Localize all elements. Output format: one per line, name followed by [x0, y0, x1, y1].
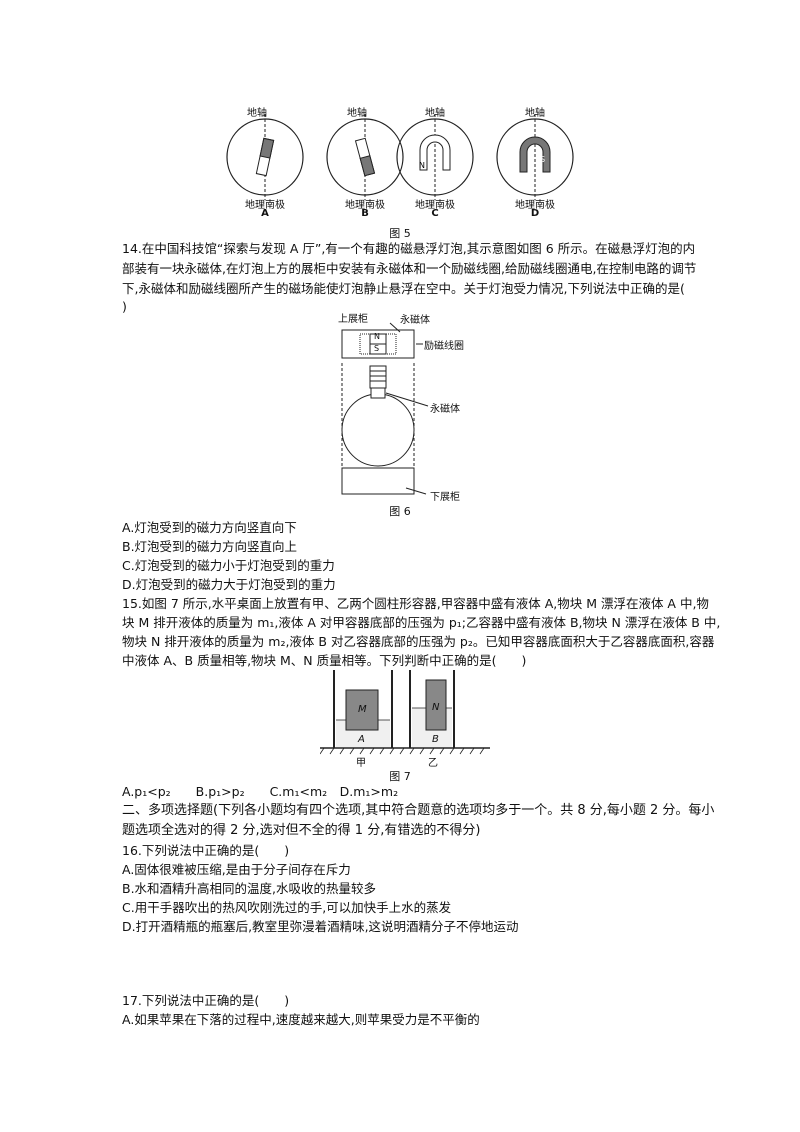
fig5-letter-a: A	[261, 208, 269, 219]
section2-line-1: 二、多项选择题(下列各小题均有四个选项,其中符合题意的选项均多于一个。共 8 分…	[122, 803, 715, 818]
q16-option-c: C.用干手器吹出的热风吹刚洗过的手,可以加快手上水的蒸发	[122, 900, 452, 915]
fig6-n-label: N	[374, 332, 380, 341]
fig5-caption: 图 5	[389, 227, 411, 240]
q15-line-1: 15.如图 7 所示,水平桌面上放置有甲、乙两个圆柱形容器,甲容器中盛有液体 A…	[122, 596, 709, 611]
fig5-axis-label-b: 地轴	[347, 108, 367, 119]
fig7-container-yi-label: 乙	[428, 758, 438, 769]
fig7-caption: 图 7	[389, 770, 411, 783]
fig6-caption: 图 6	[389, 505, 411, 518]
figure-6: 上展柜 永磁体 N S 励磁线圈 永磁体 下展柜	[330, 308, 480, 508]
fig5-pole-label-b: 地理南极	[345, 200, 385, 211]
q16-stem: 16.下列说法中正确的是( )	[122, 843, 290, 858]
fig7-container-jia-label: 甲	[356, 758, 366, 769]
q14-line-1: 14.在中国科技馆“探索与发现 A 厅”,有一个有趣的磁悬浮灯泡,其示意图如图 …	[122, 241, 696, 256]
fig5-pole-label-d: 地理南极	[515, 200, 555, 211]
figure-5: N S 地轴 地轴 地轴 地轴 地理南极 地理南极 地理南极 地理南极 A B …	[215, 100, 595, 225]
q15-options: A.p₁<p₂ B.p₁>p₂ C.m₁<m₂ D.m₁>m₂	[122, 784, 399, 799]
fig5-panel-b	[326, 114, 404, 200]
fig7-liquid-b-label: B	[432, 734, 439, 745]
svg-text:N: N	[419, 161, 425, 170]
q14-option-b: B.灯泡受到的磁力方向竖直向上	[122, 539, 298, 554]
q15-line-4: 中液体 A、B 质量相等,物块 M、N 质量相等。下列判断中正确的是( )	[122, 653, 527, 668]
q14-line-4: )	[122, 299, 127, 314]
fig5-panel-a	[226, 114, 304, 200]
figure-5-drawing: N S	[226, 114, 574, 200]
q15-line-2: 块 M 排开液体的质量为 m₁,液体 A 对甲容器底部的压强为 p₁;乙容器中盛…	[122, 615, 721, 630]
q16-option-a: A.固体很难被压缩,是由于分子间存在斥力	[122, 862, 351, 877]
fig5-axis-label-c: 地轴	[425, 108, 445, 119]
q17-stem: 17.下列说法中正确的是( )	[122, 993, 290, 1008]
fig5-letter-b: B	[361, 208, 369, 219]
q15-line-3: 物块 N 排开液体的质量为 m₂,液体 B 对乙容器底部的压强为 p₂。已知甲容…	[122, 634, 715, 649]
q14-option-c: C.灯泡受到的磁力小于灯泡受到的重力	[122, 558, 335, 573]
fig6-upper-cabinet-label: 上展柜	[338, 314, 368, 325]
q14-line-2: 部装有一块永磁体,在灯泡上方的展柜中安装有永磁体和一个励磁线圈,给励磁线圈通电,…	[122, 261, 697, 276]
svg-text:S: S	[540, 155, 545, 164]
fig6-coil-label: 励磁线圈	[424, 341, 464, 352]
fig5-letter-d: D	[530, 208, 540, 219]
figure-6-drawing	[341, 322, 429, 495]
fig7-block-m-label: M	[358, 704, 367, 715]
q14-option-a: A.灯泡受到的磁力方向竖直向下	[122, 520, 297, 535]
fig7-liquid-a-label: A	[358, 734, 365, 745]
fig7-block-n-label: N	[432, 702, 440, 713]
fig5-letter-c: C	[431, 208, 439, 219]
q14-line-3: 下,永磁体和励磁线圈所产生的磁场能使灯泡静止悬浮在空中。关于灯泡受力情况,下列说…	[122, 281, 685, 296]
q17-option-a: A.如果苹果在下落的过程中,速度越来越大,则苹果受力是不平衡的	[122, 1012, 480, 1027]
fig6-magnet-bulb-label: 永磁体	[430, 404, 460, 415]
fig5-pole-label-c: 地理南极	[415, 200, 455, 211]
fig5-panel-c: N	[396, 114, 474, 200]
figure-7-drawing	[319, 670, 490, 755]
fig6-lower-cabinet-label: 下展柜	[430, 492, 460, 503]
section2-line-2: 题选项全选对的得 2 分,选对但不全的得 1 分,有错选的不得分)	[122, 823, 481, 838]
fig5-pole-label-a: 地理南极	[245, 200, 285, 211]
fig5-axis-label-d: 地轴	[525, 108, 545, 119]
fig5-panel-d: S	[496, 114, 574, 200]
q16-option-b: B.水和酒精升高相同的温度,水吸收的热量较多	[122, 881, 377, 896]
q16-option-d: D.打开酒精瓶的瓶塞后,教室里弥漫着酒精味,这说明酒精分子不停地运动	[122, 919, 519, 934]
fig6-magnet-top-label: 永磁体	[400, 315, 430, 326]
figure-7: M A N B 甲 乙	[319, 668, 490, 769]
fig5-axis-label-a: 地轴	[247, 108, 267, 119]
q14-option-d: D.灯泡受到的磁力大于灯泡受到的重力	[122, 577, 336, 592]
fig6-s-label: S	[374, 344, 380, 353]
